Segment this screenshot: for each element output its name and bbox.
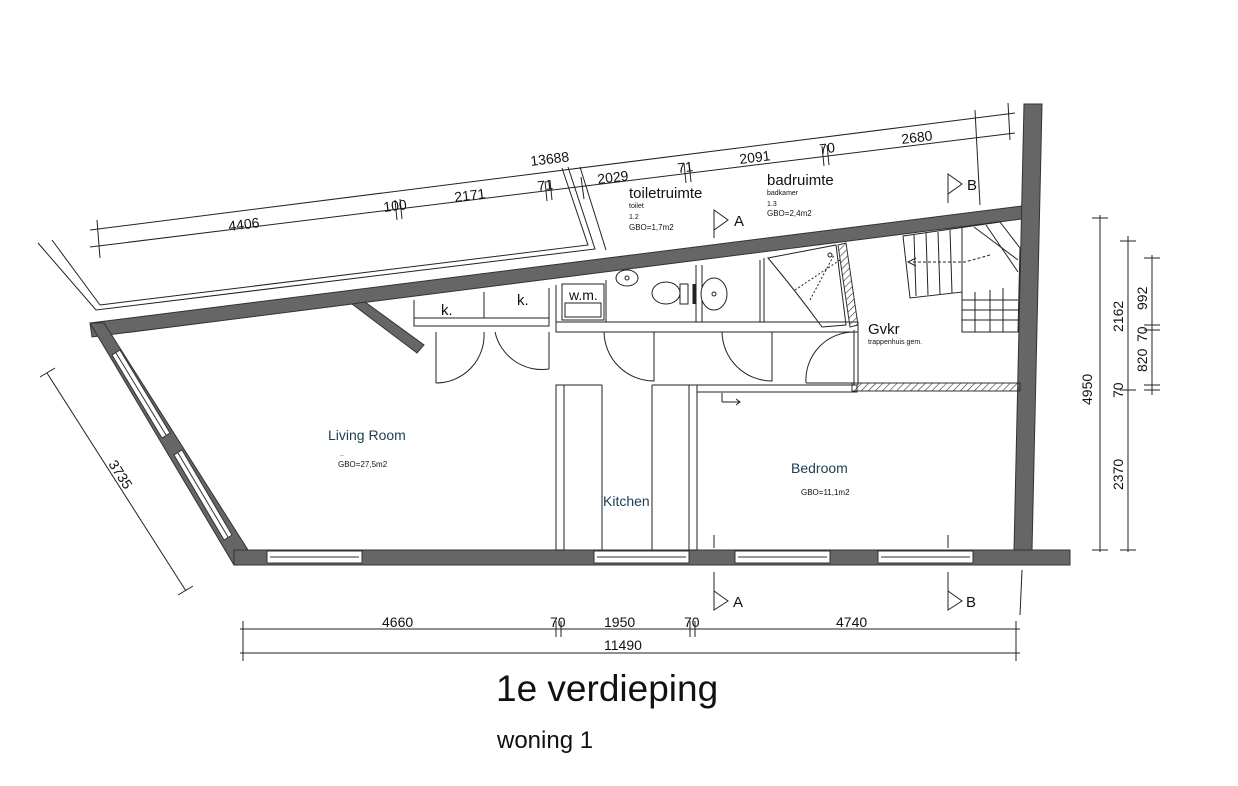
bedroom-area: GBO=11,1m2 bbox=[801, 488, 850, 497]
dim-top-4: 71 bbox=[536, 176, 554, 194]
interior-walls bbox=[413, 242, 1021, 551]
toilet-bowl bbox=[651, 281, 681, 305]
staircase bbox=[902, 221, 1021, 333]
section-a-top-flag bbox=[713, 209, 729, 231]
dim-top-2: 100 bbox=[382, 196, 407, 215]
living-room-dots: .. bbox=[340, 451, 344, 458]
toilet-room-area: GBO=1,7m2 bbox=[629, 223, 674, 232]
dim-right-3: 820 bbox=[1134, 348, 1150, 372]
living-room-area: GBO=27,5m2 bbox=[338, 460, 388, 469]
closet-wall bbox=[350, 301, 425, 354]
dim-right-5: 70 bbox=[1110, 382, 1126, 398]
section-a-bottom-label: A bbox=[733, 594, 743, 611]
west-windows bbox=[111, 349, 233, 541]
terrace-outline bbox=[37, 166, 607, 311]
section-b-bottom-flag bbox=[947, 590, 963, 611]
dim-bottom-4: 70 bbox=[684, 614, 700, 630]
dim-left-1: 3735 bbox=[105, 457, 135, 492]
dim-top-7: 2091 bbox=[738, 147, 771, 167]
dim-top-1: 4406 bbox=[227, 214, 260, 234]
dim-top-9: 2680 bbox=[900, 127, 933, 147]
dim-right-total: 4950 bbox=[1079, 374, 1095, 405]
dim-right-2: 992 bbox=[1134, 286, 1150, 310]
south-windows bbox=[266, 550, 974, 564]
dim-top-8: 70 bbox=[818, 139, 836, 157]
dim-bottom-total: 11490 bbox=[604, 637, 642, 653]
toilet-room-name: toiletruimte bbox=[629, 185, 702, 202]
bath-room-num: 1.3 bbox=[767, 201, 777, 208]
exterior-walls bbox=[89, 103, 1071, 566]
bedroom-name: Bedroom bbox=[791, 460, 848, 476]
closet-1-label: k. bbox=[441, 302, 453, 319]
dim-right-1: 2162 bbox=[1110, 301, 1126, 332]
dim-bottom-1: 4660 bbox=[382, 614, 413, 630]
drawing-title: 1e verdieping bbox=[496, 668, 719, 709]
toilet-room-sub: toilet bbox=[629, 203, 644, 210]
dimension-lines bbox=[39, 102, 1160, 661]
dim-right-4: 70 bbox=[1134, 326, 1150, 342]
closet-2-label: k. bbox=[517, 292, 529, 309]
living-room-name: Living Room bbox=[328, 427, 406, 443]
bath-room-sub: badkamer bbox=[767, 190, 799, 197]
washer-label: w.m. bbox=[568, 287, 598, 303]
dim-bottom-3: 1950 bbox=[604, 614, 635, 630]
dim-top-6: 71 bbox=[676, 158, 694, 176]
section-a-bottom-flag bbox=[713, 590, 729, 611]
kitchen-name: Kitchen bbox=[603, 493, 650, 509]
doors bbox=[435, 331, 855, 406]
dim-top-total: 13688 bbox=[529, 148, 570, 169]
bath-room-area: GBO=2,4m2 bbox=[767, 209, 812, 218]
dim-top-5: 2029 bbox=[596, 167, 629, 187]
section-b-bottom-label: B bbox=[966, 594, 976, 611]
dim-right-6: 2370 bbox=[1110, 459, 1126, 490]
toilet-room-num: 1.2 bbox=[629, 214, 639, 221]
section-a-top-label: A bbox=[734, 213, 744, 230]
bath-room-name: badruimte bbox=[767, 172, 834, 189]
shower bbox=[767, 244, 847, 328]
dim-bottom-2: 70 bbox=[550, 614, 566, 630]
fixtures bbox=[561, 269, 728, 321]
section-b-top-label: B bbox=[967, 177, 977, 194]
stair-room-name: Gvkr bbox=[868, 321, 900, 338]
stair-room-sub: trappenhuis gem. bbox=[868, 339, 922, 346]
dim-bottom-5: 4740 bbox=[836, 614, 867, 630]
section-markers bbox=[713, 173, 963, 611]
drawing-subtitle: woning 1 bbox=[497, 727, 594, 754]
section-b-top-flag bbox=[947, 173, 963, 195]
dim-top-3: 2171 bbox=[453, 185, 486, 205]
east-wall bbox=[1013, 103, 1043, 551]
